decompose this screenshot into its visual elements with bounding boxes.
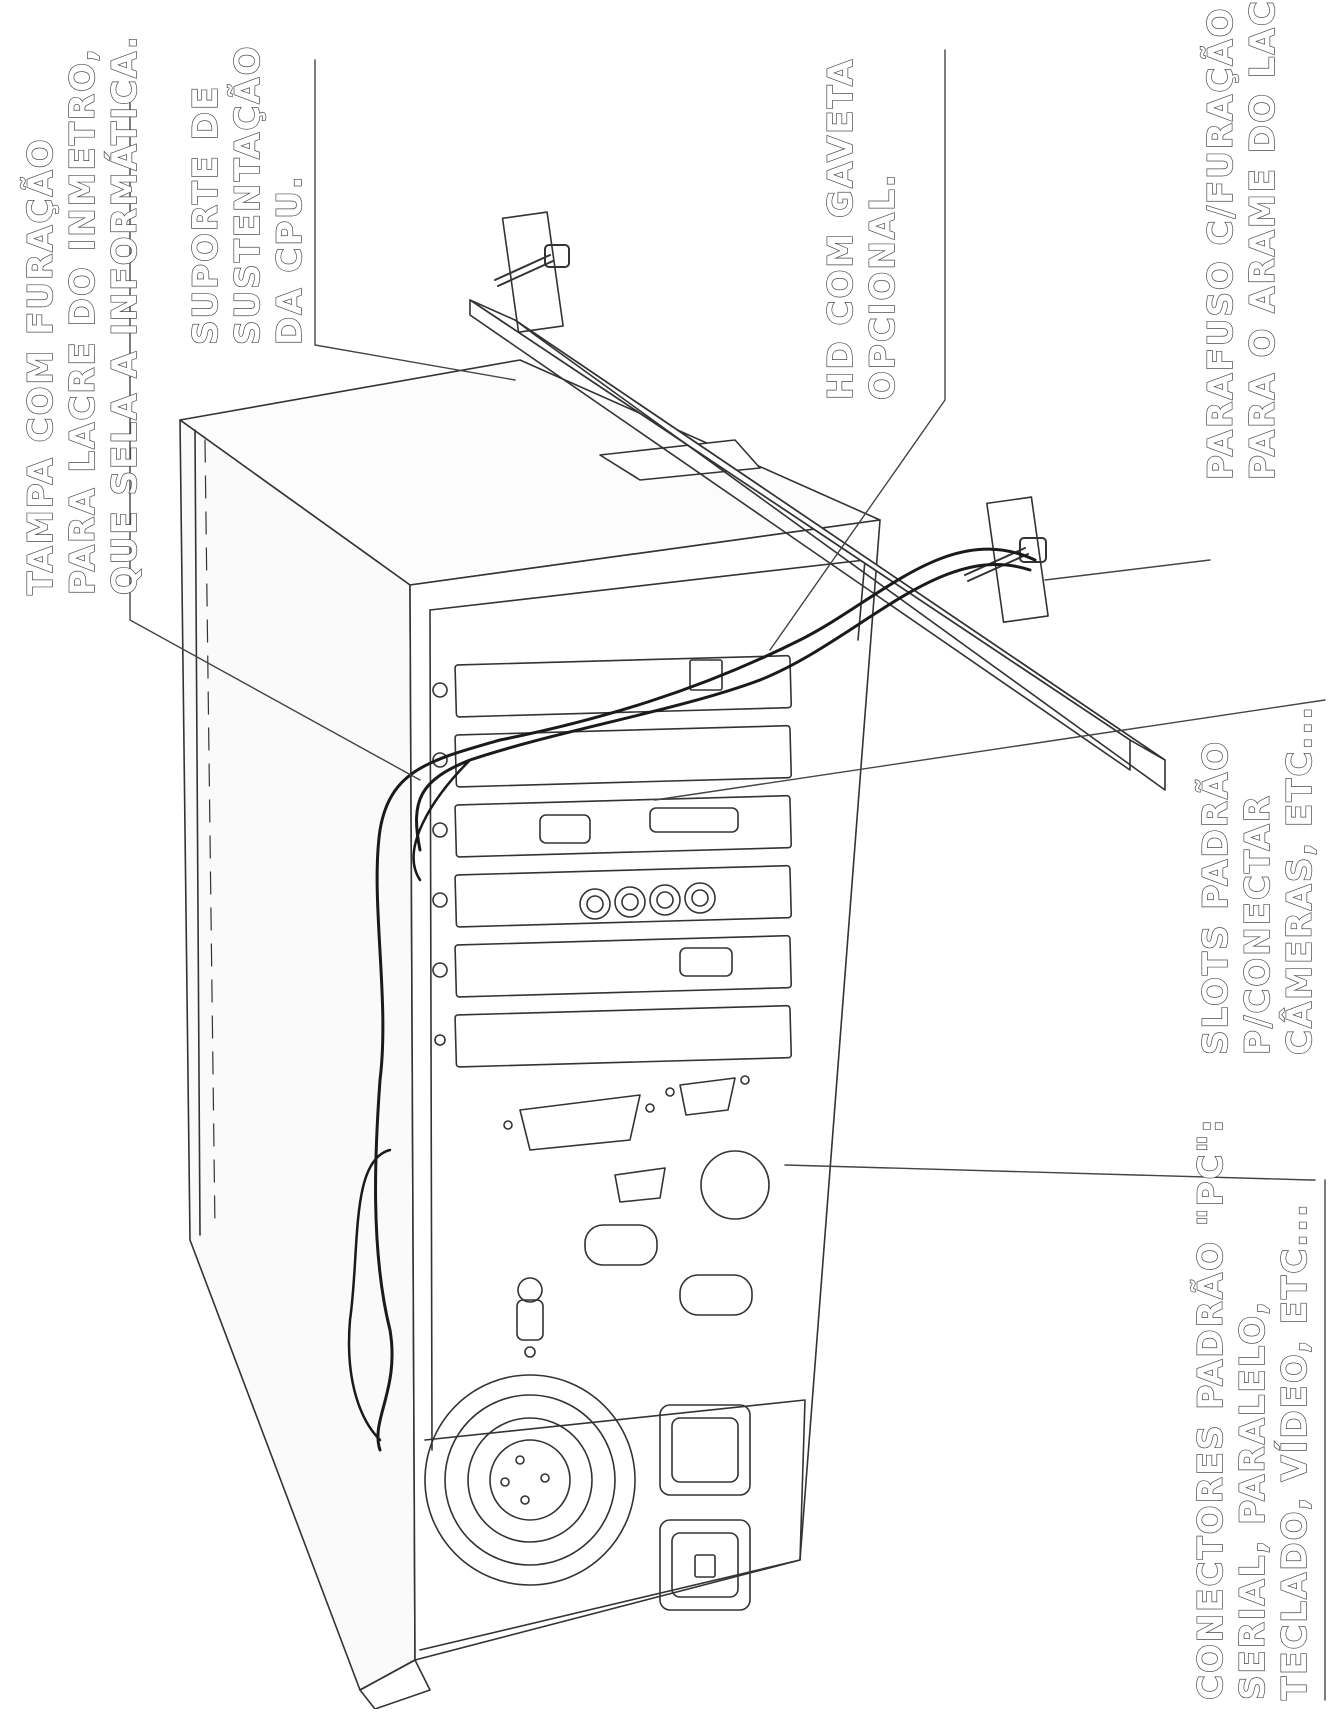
label-suporte-line2: SUSTENTAÇÃO: [227, 44, 268, 346]
label-tampa-line2: PARA LACRE DO INMETRO,: [62, 46, 103, 596]
label-tampa-line1: TAMPA COM FURAÇÃO: [20, 137, 61, 596]
psu-fan: [424, 1374, 636, 1586]
label-suporte: SUPORTE DE SUSTENTAÇÃO DA CPU.: [185, 44, 311, 346]
label-slots: SLOTS PADRÃO P/CONECTAR CÂMERAS, ETC...: [1195, 704, 1321, 1056]
label-conectores: CONECTORES PADRÃO "PC": SERIAL, PARALELO…: [1190, 1117, 1316, 1701]
label-parafuso-line1: PARAFUSO C/FURAÇÃO: [1200, 6, 1241, 481]
screws: [494, 244, 1047, 582]
label-tampa: TAMPA COM FURAÇÃO PARA LACRE DO INMETRO,…: [20, 33, 146, 596]
cabinet-back-panel: [409, 519, 881, 1661]
label-conectores-line3: TECLADO, VÍDEO, ETC...: [1274, 1201, 1315, 1700]
pc-connectors: [503, 1075, 770, 1316]
label-conectores-line1: CONECTORES PADRÃO "PC":: [1190, 1117, 1231, 1701]
label-suporte-line3: DA CPU.: [269, 174, 310, 346]
cabinet-side-face: [179, 419, 416, 1691]
leader-lines: [129, 49, 1326, 1701]
power-switch: [516, 1277, 544, 1358]
power-supply: [419, 1374, 806, 1651]
label-conectores-line2: SERIAL, PARALELO,: [1232, 1299, 1273, 1701]
label-hd: HD COM GAVETA OPCIONAL.: [820, 57, 904, 401]
expansion-slots: [432, 654, 793, 1068]
support-rail: [469, 211, 1166, 791]
label-slots-line3: CÂMERAS, ETC...: [1279, 704, 1320, 1056]
label-slots-line1: SLOTS PADRÃO: [1195, 739, 1236, 1055]
label-slots-line2: P/CONECTAR: [1237, 793, 1278, 1055]
cpu-cabinet: [179, 359, 881, 1710]
seal-wire: [374, 547, 1037, 1452]
label-hd-line2: OPCIONAL.: [862, 172, 903, 401]
label-parafuso-line2: PARA O ARAME DO LACRE: [1242, 0, 1283, 481]
label-hd-line1: HD COM GAVETA: [820, 57, 861, 401]
label-suporte-line1: SUPORTE DE: [185, 84, 226, 346]
label-tampa-line3: QUE SELA A INFORMÁTICA.: [104, 33, 145, 595]
label-parafuso: PARAFUSO C/FURAÇÃO PARA O ARAME DO LACRE: [1200, 0, 1284, 481]
